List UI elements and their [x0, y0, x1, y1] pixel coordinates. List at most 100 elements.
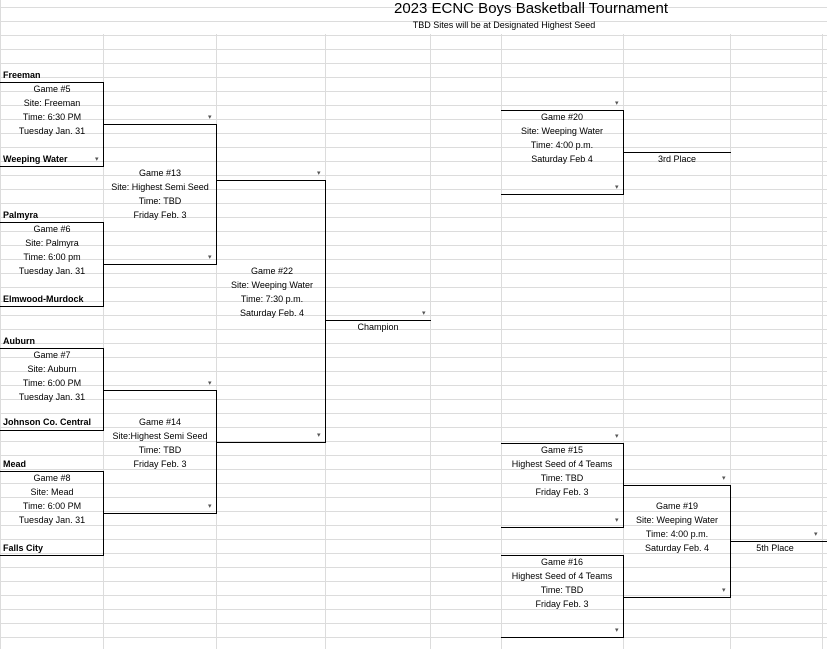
dropdown-arrow-icon[interactable]: ▾ — [95, 156, 99, 163]
game-date: Friday Feb. 3 — [133, 210, 187, 220]
game-site: Site: Weeping Water — [520, 126, 604, 136]
game-label: Game #8 — [33, 473, 71, 483]
bracket-line — [325, 180, 326, 443]
bracket-line — [0, 82, 104, 83]
game-time: Time: 4:00 p.m. — [645, 529, 709, 539]
bracket-line — [103, 348, 104, 430]
bracket-line — [501, 637, 624, 638]
team-auburn[interactable]: Auburn — [3, 336, 35, 346]
team-mead[interactable]: Mead — [3, 459, 27, 469]
column-gridline — [623, 34, 624, 649]
game-label: Game #19 — [655, 501, 699, 511]
game-site: Site: Mead — [30, 487, 74, 497]
page-title: 2023 ECNC Boys Basketball Tournament — [393, 0, 669, 17]
bracket-line — [103, 264, 217, 265]
game-site: Highest Seed of 4 Teams — [511, 459, 613, 469]
game-date: Friday Feb. 3 — [133, 459, 187, 469]
game-label: Game #20 — [540, 112, 584, 122]
champion-label: Champion — [357, 322, 399, 332]
bracket-line — [216, 390, 217, 514]
column-gridline — [822, 34, 823, 649]
column-gridline — [216, 34, 217, 649]
dropdown-arrow-icon[interactable]: ▾ — [422, 310, 426, 317]
dropdown-arrow-icon[interactable]: ▾ — [317, 170, 321, 177]
game-label: Game #7 — [33, 350, 71, 360]
game-time: Time: TBD — [138, 445, 182, 455]
game-site: Highest Seed of 4 Teams — [511, 571, 613, 581]
column-gridline — [730, 34, 731, 649]
game-site: Site: Auburn — [27, 364, 77, 374]
game-time: Time: TBD — [138, 196, 182, 206]
dropdown-arrow-icon[interactable]: ▾ — [615, 184, 619, 191]
game-date: Tuesday Jan. 31 — [18, 515, 86, 525]
game-site: Site:Highest Semi Seed — [112, 431, 208, 441]
bracket-line — [0, 166, 104, 167]
team-weeping-water[interactable]: Weeping Water — [3, 154, 68, 164]
bracket-line — [623, 152, 731, 153]
game-time: Time: TBD — [540, 473, 584, 483]
game-date: Saturday Feb 4 — [531, 154, 593, 164]
dropdown-arrow-icon[interactable]: ▾ — [814, 531, 818, 538]
bracket-line — [325, 320, 431, 321]
bracket-line — [501, 443, 624, 444]
team-elmwood-murdock[interactable]: Elmwood-Murdock — [3, 294, 84, 304]
team-johnson-co-central[interactable]: Johnson Co. Central — [3, 417, 92, 427]
bracket-line — [623, 555, 624, 637]
game-date: Saturday Feb. 4 — [239, 308, 305, 318]
column-gridline — [430, 34, 431, 649]
bracket-line — [216, 124, 217, 265]
game-label: Game #13 — [138, 168, 182, 178]
column-gridline — [103, 34, 104, 649]
bracket-line — [103, 124, 217, 125]
bracket-line — [501, 194, 624, 195]
bracket-line — [0, 222, 104, 223]
team-falls-city[interactable]: Falls City — [3, 543, 44, 553]
fifth-place-label: 5th Place — [756, 543, 794, 553]
game-label: Game #5 — [33, 84, 71, 94]
team-freeman[interactable]: Freeman — [3, 70, 41, 80]
game-time: Time: 6:00 PM — [22, 501, 82, 511]
dropdown-arrow-icon[interactable]: ▾ — [208, 254, 212, 261]
game-time: Time: 7:30 p.m. — [240, 294, 304, 304]
dropdown-arrow-icon[interactable]: ▾ — [208, 380, 212, 387]
bracket-line — [623, 597, 731, 598]
game-time: Time: 6:00 PM — [22, 378, 82, 388]
dropdown-arrow-icon[interactable]: ▾ — [317, 432, 321, 439]
bracket-line — [0, 306, 104, 307]
bracket-line — [623, 485, 731, 486]
game-time: Time: TBD — [540, 585, 584, 595]
bracket-line — [501, 110, 624, 111]
game-date: Tuesday Jan. 31 — [18, 266, 86, 276]
game-date: Tuesday Jan. 31 — [18, 126, 86, 136]
dropdown-arrow-icon[interactable]: ▾ — [615, 627, 619, 634]
bracket-line — [501, 527, 624, 528]
game-label: Game #22 — [250, 266, 294, 276]
game-time: Time: 6:00 pm — [23, 252, 81, 262]
game-time: Time: 6:30 PM — [22, 112, 82, 122]
game-site: Site: Palmyra — [25, 238, 79, 248]
game-site: Site: Highest Semi Seed — [111, 182, 209, 192]
bracket-line — [103, 390, 217, 391]
bracket-line — [103, 513, 217, 514]
dropdown-arrow-icon[interactable]: ▾ — [615, 517, 619, 524]
team-palmyra[interactable]: Palmyra — [3, 210, 39, 220]
bracket-line — [216, 180, 326, 181]
bracket-line — [0, 555, 104, 556]
dropdown-arrow-icon[interactable]: ▾ — [722, 587, 726, 594]
game-label: Game #16 — [540, 557, 584, 567]
bracket-line — [0, 471, 104, 472]
dropdown-arrow-icon[interactable]: ▾ — [208, 503, 212, 510]
dropdown-arrow-icon[interactable]: ▾ — [615, 433, 619, 440]
column-gridline — [501, 34, 502, 649]
dropdown-arrow-icon[interactable]: ▾ — [722, 475, 726, 482]
game-date: Friday Feb. 3 — [535, 487, 589, 497]
game-label: Game #6 — [33, 224, 71, 234]
dropdown-arrow-icon[interactable]: ▾ — [208, 114, 212, 121]
game-site: Site: Weeping Water — [230, 280, 314, 290]
page-subtitle: TBD Sites will be at Designated Highest … — [412, 20, 596, 30]
dropdown-arrow-icon[interactable]: ▾ — [615, 100, 619, 107]
game-label: Game #15 — [540, 445, 584, 455]
game-site: Site: Freeman — [23, 98, 81, 108]
game-time: Time: 4:00 p.m. — [530, 140, 594, 150]
